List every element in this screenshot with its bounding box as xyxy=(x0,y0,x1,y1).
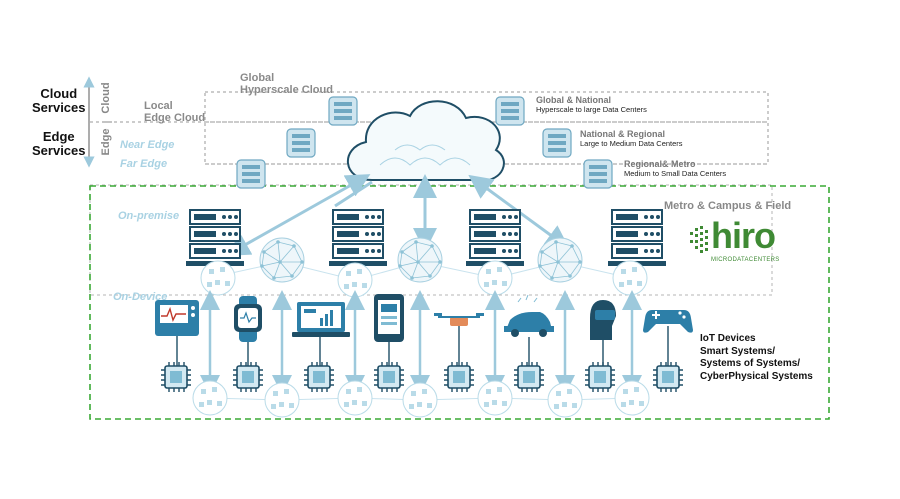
label-on-device: On-Device xyxy=(113,291,168,303)
tier-title: Regional& Metro xyxy=(624,159,696,169)
iot-line: Smart Systems/ xyxy=(700,345,776,357)
tier-global-box xyxy=(204,91,769,123)
monitor-icon xyxy=(155,300,199,370)
tier-subtitle: Large to Medium Data Centers xyxy=(580,138,683,148)
chip-icon xyxy=(443,361,475,393)
laptop-icon xyxy=(292,302,350,370)
tier-title: Global & National xyxy=(536,95,612,105)
chip-icon xyxy=(513,361,545,393)
label-edge-services: Edge Services xyxy=(32,129,86,159)
node-cluster-icon xyxy=(614,380,650,416)
micro-datacenter-rack xyxy=(607,209,667,267)
node-cluster-icon xyxy=(337,262,373,298)
label-far-edge: Far Edge xyxy=(120,158,168,170)
label-metro-campus-field: Metro & Campus & Field xyxy=(664,200,792,212)
tier-global-national: Global & National Hyperscale to large Da… xyxy=(536,95,647,114)
arrow-cloud-rack xyxy=(225,174,371,256)
metro-campus-field-box xyxy=(89,185,830,420)
server-icon xyxy=(328,96,358,126)
node-cluster-icon xyxy=(547,382,583,418)
smartwatch-icon xyxy=(234,296,262,370)
chip-icon xyxy=(160,361,192,393)
micro-datacenter-rack xyxy=(185,209,245,267)
iot-line: IoT Devices xyxy=(700,333,756,344)
gamepad-icon xyxy=(643,310,693,370)
server-icon xyxy=(495,96,525,126)
tablet-icon xyxy=(374,294,404,370)
mesh-network-icon xyxy=(537,237,583,283)
chip-icon xyxy=(303,361,335,393)
label-on-premise: On-premise xyxy=(118,210,180,222)
node-cluster-icon xyxy=(192,380,228,416)
iot-description: IoT Devices Smart Systems/ Systems of Sy… xyxy=(700,333,813,383)
arrow-cloud-rack xyxy=(334,180,373,208)
tier-regional-metro: Regional& Metro Medium to Small Data Cen… xyxy=(624,159,727,178)
node-cluster-icon xyxy=(200,260,236,296)
micro-datacenter-rack xyxy=(465,209,525,267)
chip-icon xyxy=(584,361,616,393)
node-cluster-icon xyxy=(612,260,648,296)
tier-national-regional: National & Regional Large to Medium Data… xyxy=(580,129,683,148)
cloud-icon xyxy=(347,100,505,182)
iot-line: Systems of Systems/ xyxy=(700,358,801,369)
label-vertical-cloud: Cloud xyxy=(100,82,112,114)
tier-subtitle: Medium to Small Data Centers xyxy=(624,168,727,178)
chip-icon xyxy=(373,361,405,393)
chip-icon xyxy=(232,361,264,393)
tier-title: National & Regional xyxy=(580,129,666,139)
vr-headset-icon xyxy=(590,300,616,370)
label-local-edge-cloud: Local Edge Cloud xyxy=(144,100,206,125)
node-cluster-icon xyxy=(402,382,438,418)
server-icon xyxy=(542,128,572,158)
node-cluster-icon xyxy=(477,260,513,296)
hiro-logo-mark xyxy=(690,226,708,253)
server-icon xyxy=(236,159,266,189)
server-icon xyxy=(583,159,613,189)
tier-national-box xyxy=(204,121,769,165)
hiro-logo-text: hiro xyxy=(711,215,776,256)
label-global-hyperscale: Global Hyperscale Cloud xyxy=(240,72,333,97)
hiro-logo-tagline: MICRODATACENTERS xyxy=(711,257,780,263)
mesh-network-icon xyxy=(397,237,443,283)
micro-datacenter-rack xyxy=(328,209,388,267)
server-icon xyxy=(286,128,316,158)
iot-line: CyberPhysical Systems xyxy=(700,370,813,382)
node-cluster-icon xyxy=(337,380,373,416)
chip-icon xyxy=(652,361,684,393)
car-icon xyxy=(504,294,554,370)
tier-subtitle: Hyperscale to large Data Centers xyxy=(536,104,647,114)
label-near-edge: Near Edge xyxy=(120,139,175,151)
drone-icon xyxy=(434,313,484,370)
hiro-logo: hiro MICRODATACENTERS xyxy=(711,215,780,264)
mesh-network-icon xyxy=(259,237,305,283)
label-cloud-services: Cloud Services xyxy=(32,86,86,116)
label-vertical-edge: Edge xyxy=(100,128,112,156)
node-cluster-icon xyxy=(264,382,300,418)
node-cluster-icon xyxy=(477,380,513,416)
